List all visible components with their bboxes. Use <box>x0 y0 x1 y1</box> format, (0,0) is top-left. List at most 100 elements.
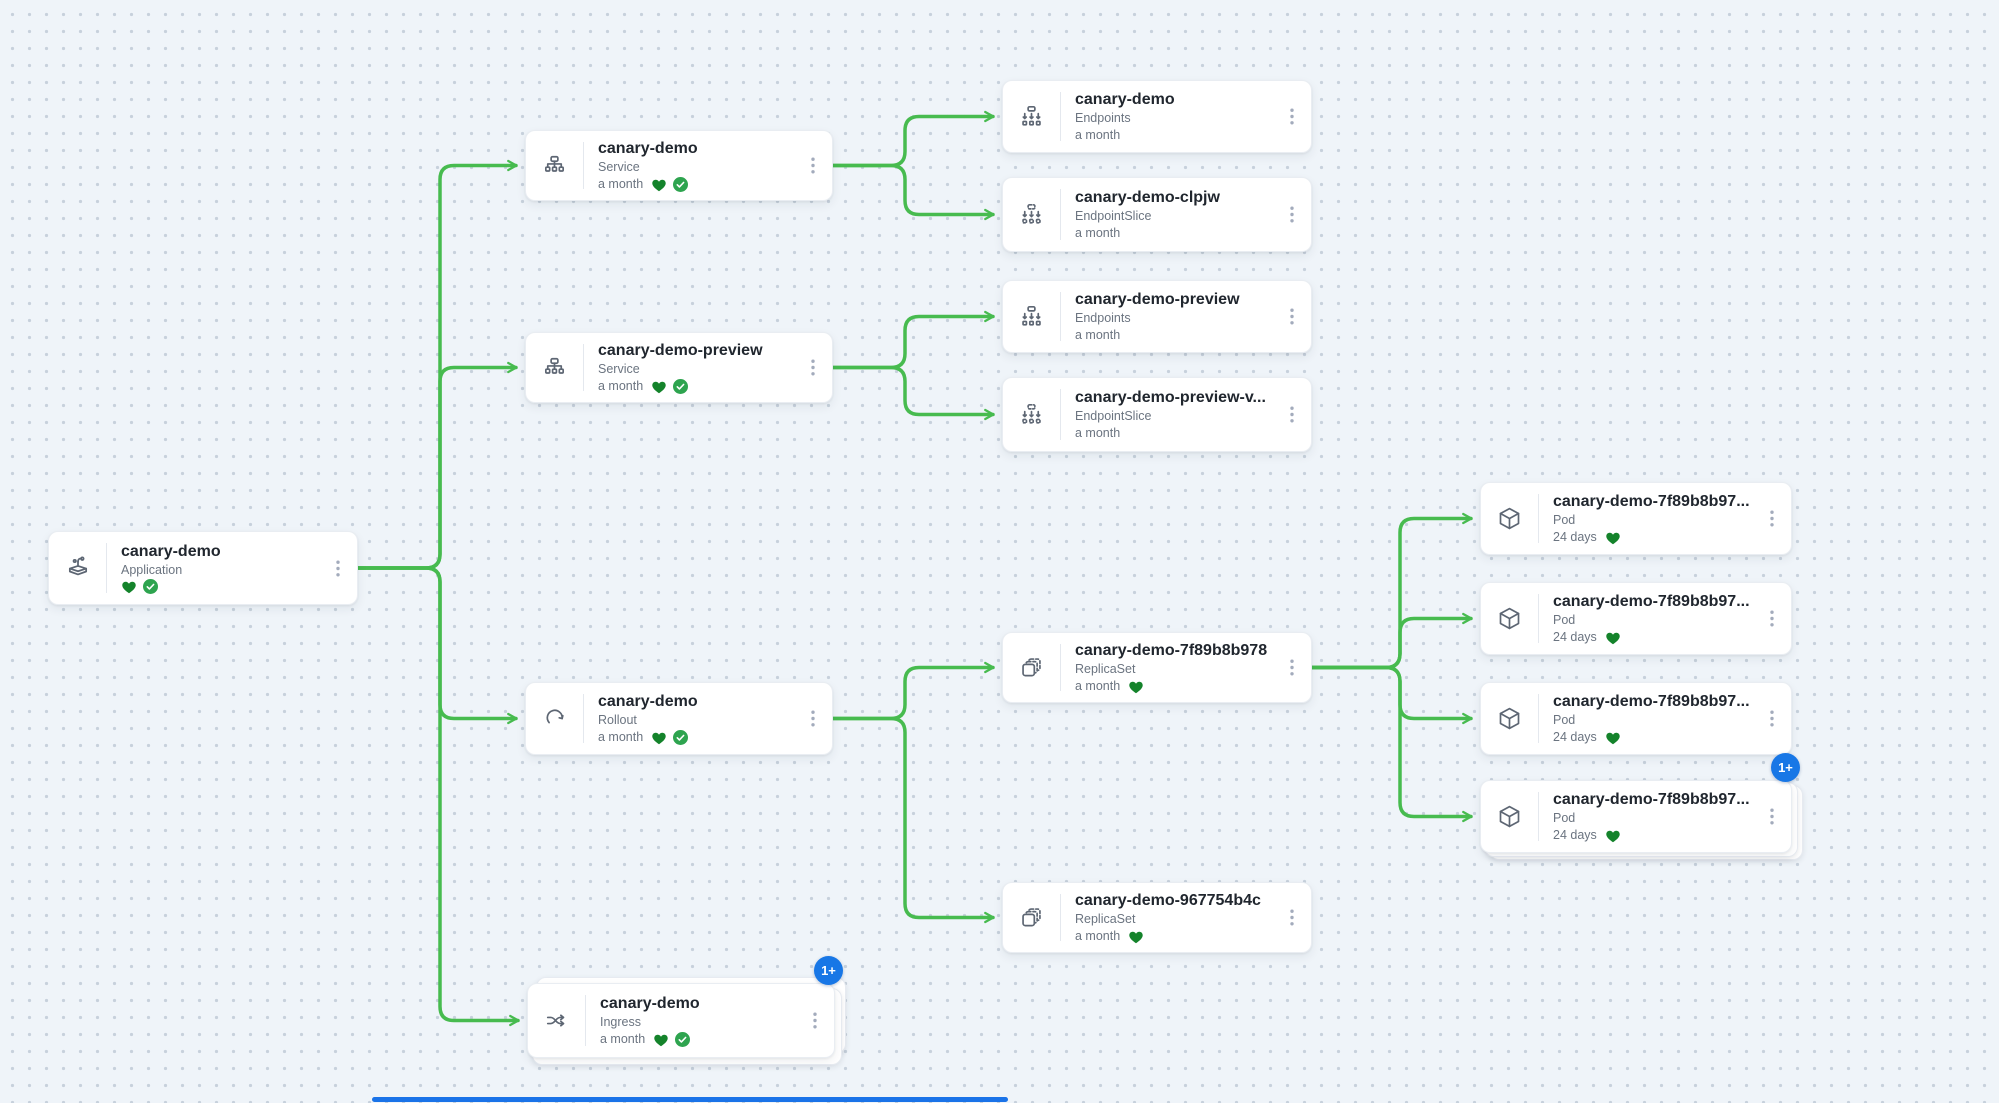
node-kind: Pod <box>1553 613 1576 627</box>
node-title: canary-demo <box>1075 91 1175 108</box>
resource-node-pod-pod3[interactable]: canary-demo-7f89b8b97... Pod 24 days <box>1480 682 1792 755</box>
resource-node-pod-pod2[interactable]: canary-demo-7f89b8b97... Pod 24 days <box>1480 582 1792 655</box>
divider <box>1060 92 1061 141</box>
service-icon <box>526 131 583 200</box>
replicaset-icon <box>1003 883 1060 952</box>
divider <box>1538 594 1539 643</box>
resource-node-replicaset-rs2[interactable]: canary-demo-967754b4c ReplicaSet a month <box>1002 882 1312 953</box>
divider <box>1060 189 1061 240</box>
divider <box>1060 389 1061 440</box>
node-title: canary-demo-7f89b8b978 <box>1075 642 1268 659</box>
node-menu-button[interactable] <box>327 553 349 583</box>
divider <box>1060 894 1061 941</box>
node-menu-button[interactable] <box>802 353 824 383</box>
node-menu-button[interactable] <box>1281 200 1303 230</box>
node-title: canary-demo-7f89b8b97... <box>1553 493 1750 510</box>
health-heart-icon <box>651 177 667 192</box>
node-title: canary-demo-7f89b8b97... <box>1553 693 1750 710</box>
node-age: 24 days <box>1553 630 1597 644</box>
endpoints-icon <box>1003 281 1060 352</box>
resource-node-pod-pod4[interactable]: canary-demo-7f89b8b97... Pod 24 days <box>1480 780 1792 853</box>
edge-rs1-pod2 <box>1310 612 1473 670</box>
pod-icon <box>1481 683 1538 754</box>
edge-rollout-rs2 <box>831 716 995 924</box>
node-menu-button[interactable] <box>1761 604 1783 634</box>
endpointslice-icon <box>1003 178 1060 251</box>
resource-node-service-svc1[interactable]: canary-demo Service a month <box>525 130 833 201</box>
node-menu-button[interactable] <box>1281 102 1303 132</box>
sync-check-icon <box>675 1031 691 1047</box>
health-heart-icon <box>121 579 137 594</box>
node-menu-button[interactable] <box>1761 704 1783 734</box>
node-menu-button[interactable] <box>1761 504 1783 534</box>
health-heart-icon <box>1605 530 1621 545</box>
divider <box>1538 694 1539 743</box>
node-menu-button[interactable] <box>1281 400 1303 430</box>
resource-node-replicaset-rs1[interactable]: canary-demo-7f89b8b978 ReplicaSet a mont… <box>1002 632 1312 703</box>
node-kind: Pod <box>1553 513 1576 527</box>
health-heart-icon <box>1128 929 1144 944</box>
node-title: canary-demo <box>598 693 698 710</box>
edge-svc2-eps2 <box>831 365 995 421</box>
divider <box>106 543 107 593</box>
divider <box>1060 644 1061 691</box>
edge-rs1-pod4 <box>1310 665 1473 823</box>
health-heart-icon <box>653 1032 669 1047</box>
collapsed-count-badge[interactable]: 1+ <box>814 956 843 985</box>
resource-node-endpoints-ep2[interactable]: canary-demo-preview Endpoints a month <box>1002 280 1312 353</box>
resource-node-rollout-rollout[interactable]: canary-demo Rollout a month <box>525 682 833 755</box>
node-age: a month <box>600 1032 646 1046</box>
ingress-icon <box>528 984 585 1057</box>
resource-node-pod-pod1[interactable]: canary-demo-7f89b8b97... Pod 24 days <box>1480 482 1792 555</box>
endpoints-icon <box>1003 81 1060 152</box>
node-age: a month <box>1075 226 1121 240</box>
resource-node-ingress-ingress[interactable]: canary-demo Ingress a month <box>527 983 835 1058</box>
collapsed-count-badge[interactable]: 1+ <box>1771 753 1800 782</box>
node-menu-button[interactable] <box>1281 653 1303 683</box>
sync-check-icon <box>143 579 158 594</box>
node-kind: Application <box>121 562 183 577</box>
resource-node-application-app[interactable]: canary-demo Application <box>48 531 358 605</box>
node-age: a month <box>598 379 644 393</box>
edge-rs1-pod3 <box>1310 665 1473 725</box>
edge-app-svc2 <box>356 361 518 570</box>
service-icon <box>526 333 583 402</box>
node-kind: Endpoints <box>1075 311 1131 325</box>
divider <box>1060 292 1061 341</box>
resource-node-endpointslice-eps2[interactable]: canary-demo-preview-v... EndpointSlice a… <box>1002 377 1312 452</box>
sync-check-icon <box>673 378 689 394</box>
node-title: canary-demo-preview <box>598 342 763 359</box>
horizontal-scrollbar[interactable] <box>372 1097 1008 1102</box>
resource-node-service-svc2[interactable]: canary-demo-preview Service a month <box>525 332 833 403</box>
node-menu-button[interactable] <box>1281 302 1303 332</box>
node-menu-button[interactable] <box>802 704 824 734</box>
node-kind: Pod <box>1553 713 1576 727</box>
node-age: 24 days <box>1553 530 1597 544</box>
divider <box>585 995 586 1046</box>
node-age: a month <box>1075 679 1121 693</box>
divider <box>583 694 584 743</box>
edge-rollout-rs1 <box>831 661 995 721</box>
node-title: canary-demo <box>600 995 700 1012</box>
node-menu-button[interactable] <box>1761 802 1783 832</box>
node-age: a month <box>1075 328 1121 342</box>
resource-node-endpointslice-eps1[interactable]: canary-demo-clpjw EndpointSlice a month <box>1002 177 1312 252</box>
node-kind: ReplicaSet <box>1075 912 1136 926</box>
edge-svc1-eps1 <box>831 163 995 221</box>
edge-svc2-ep2 <box>831 310 995 370</box>
resource-node-endpoints-ep1[interactable]: canary-demo Endpoints a month <box>1002 80 1312 153</box>
divider <box>583 142 584 189</box>
node-kind: ReplicaSet <box>1075 662 1136 676</box>
pod-icon <box>1481 583 1538 654</box>
node-title: canary-demo-7f89b8b97... <box>1553 593 1750 610</box>
health-heart-icon <box>1605 630 1621 645</box>
node-menu-button[interactable] <box>1281 903 1303 933</box>
divider <box>1538 494 1539 543</box>
node-menu-button[interactable] <box>802 151 824 181</box>
sync-check-icon <box>673 176 689 192</box>
node-kind: Rollout <box>598 713 637 727</box>
node-menu-button[interactable] <box>804 1006 826 1036</box>
node-title: canary-demo <box>121 542 221 560</box>
